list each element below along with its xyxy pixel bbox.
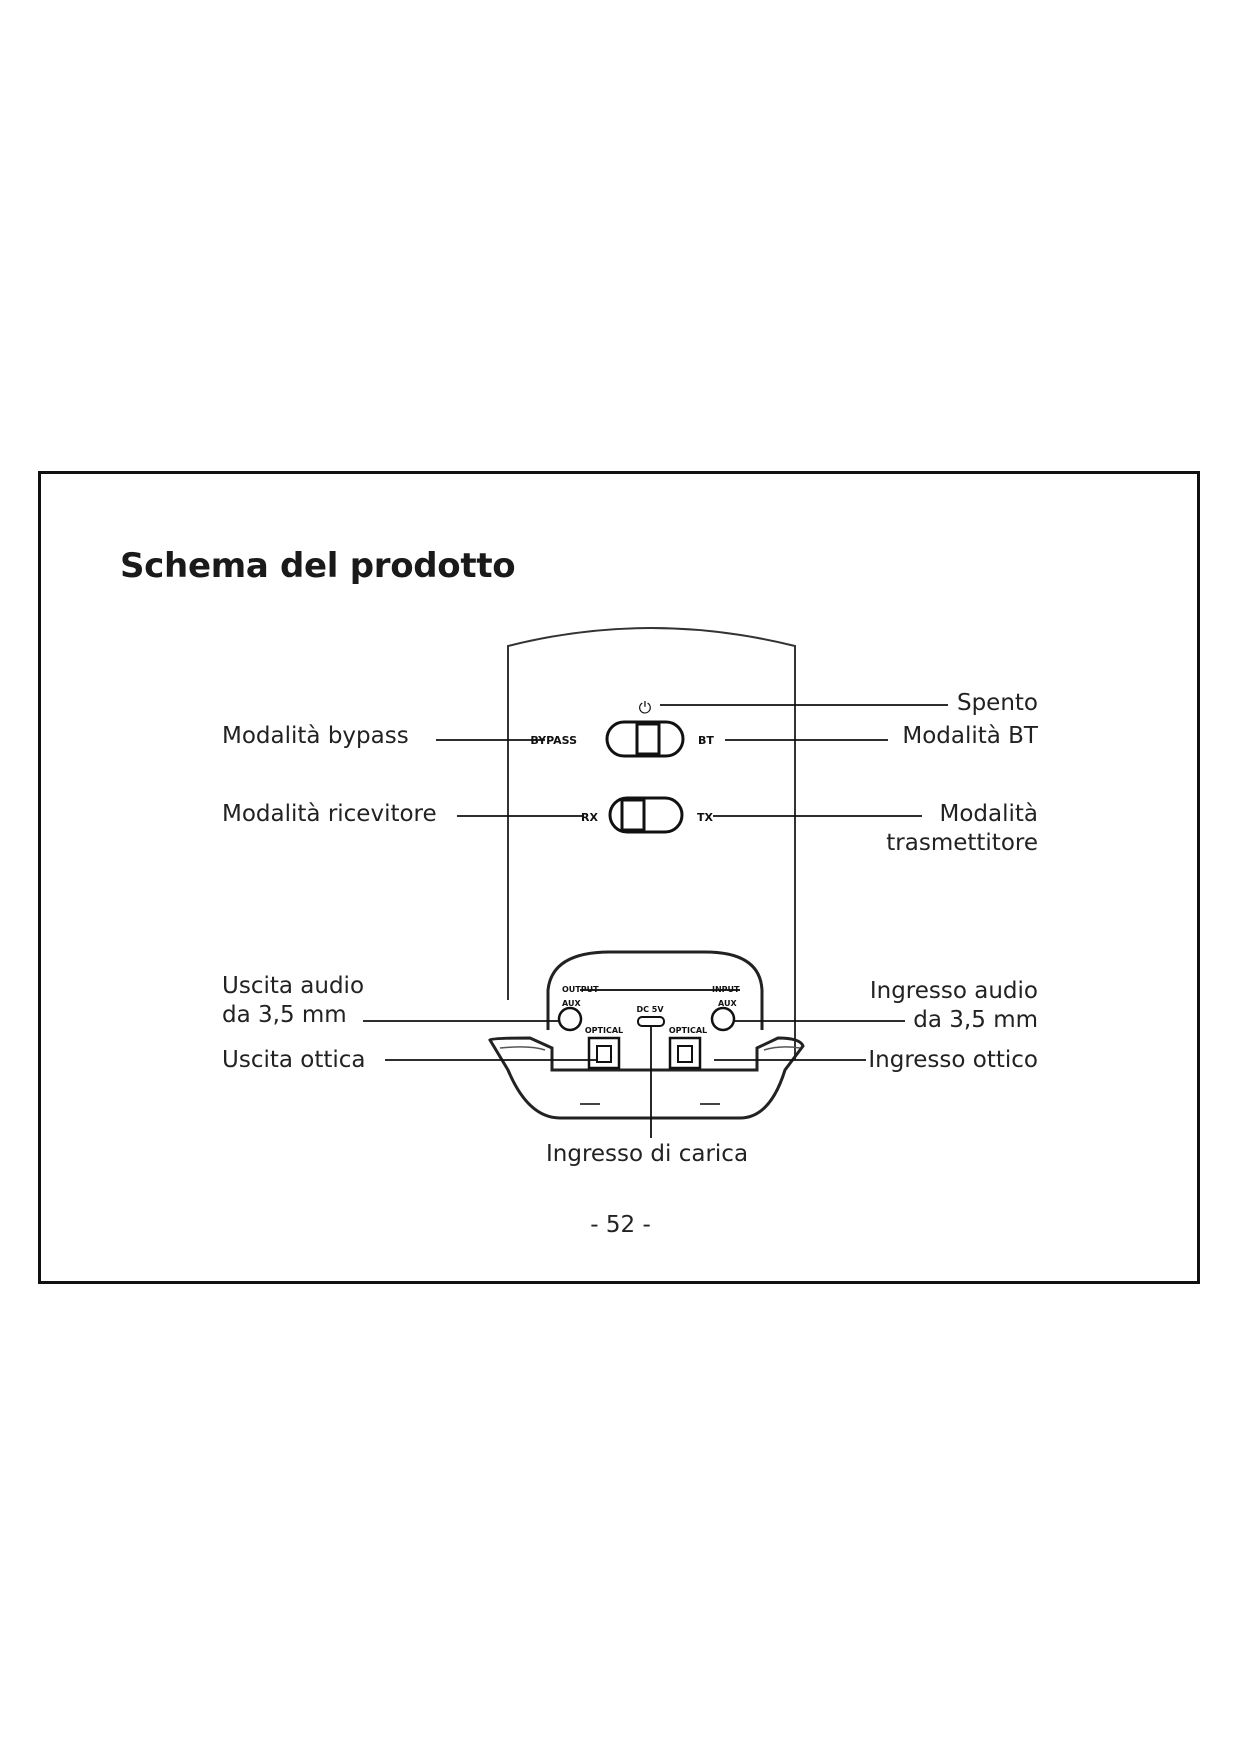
aux-out-marking: AUX [562,999,581,1008]
label-optical-out: Uscita ottica [222,1047,366,1073]
port-panel-outline [546,950,764,1030]
label-receiver-mode: Modalità ricevitore [222,801,437,827]
label-optical-in: Ingresso ottico [868,1047,1038,1073]
dc-marking: DC 5V [636,1005,664,1014]
label-audio-out-line2: da 3,5 mm [222,1002,347,1028]
label-transmitter-mode-line1: Modalità [939,801,1038,827]
tx-marking: TX [697,811,714,824]
bt-marking: BT [698,734,714,747]
page-number: - 52 - [590,1212,651,1238]
aux-out-jack [557,1006,583,1032]
power-icon: ⏻ [639,698,652,717]
input-marking: INPUT [712,985,740,994]
optical-out-marking: OPTICAL [585,1026,623,1035]
rx-marking: RX [581,811,598,824]
device-body-outline [507,627,796,1060]
base-outline [488,1036,805,1120]
aux-in-marking: AUX [718,999,737,1008]
label-off: Spento [956,690,1038,716]
dc-port [637,1016,665,1027]
label-bypass-mode: Modalità bypass [222,723,409,749]
page-border [38,471,1200,1284]
output-marking: OUTPUT [562,985,599,994]
label-audio-out-line1: Uscita audio [222,973,365,999]
optical-in-marking: OPTICAL [669,1026,707,1035]
label-bt-mode: Modalità BT [902,723,1038,749]
label-audio-in-line1: Ingresso audio [869,978,1038,1004]
bypass-marking: BYPASS [530,734,577,747]
label-charging-input: Ingresso di carica [546,1141,749,1167]
page-title: Schema del prodotto [120,546,516,586]
aux-in-jack [710,1006,736,1032]
label-audio-in-line2: da 3,5 mm [913,1007,1038,1033]
label-transmitter-mode-line2: trasmettitore [886,830,1038,856]
